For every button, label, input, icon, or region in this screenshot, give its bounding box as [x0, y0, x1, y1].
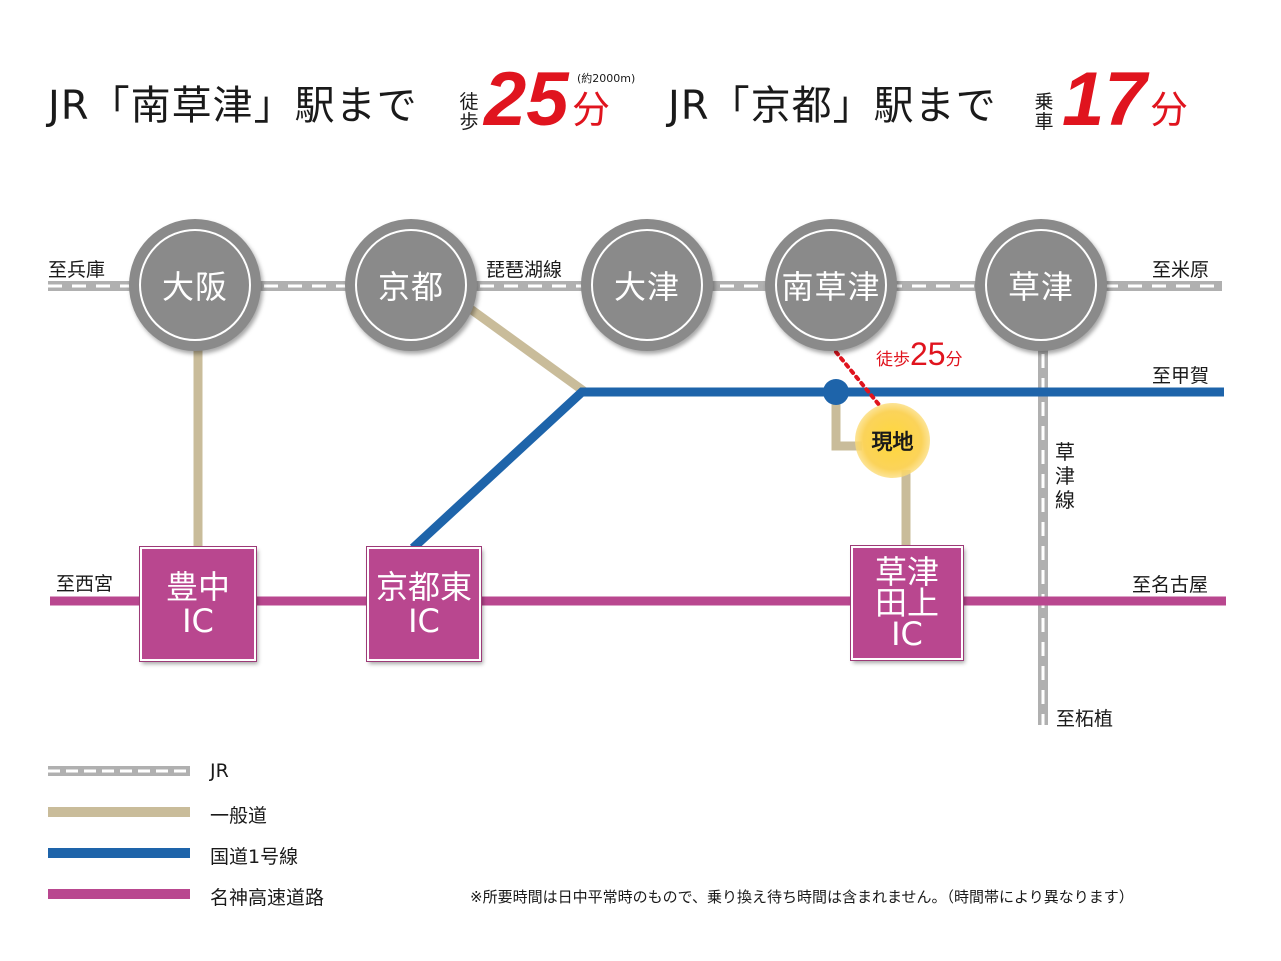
jr-line-name: 琵琶湖線 — [486, 259, 563, 281]
station-name: 大阪 — [161, 268, 228, 306]
station-name: 京都 — [377, 268, 444, 306]
walk-time-unit: 分 — [945, 350, 963, 370]
station-name: 草津 — [1007, 268, 1074, 306]
walk-vertical-label: 徒 歩 — [458, 92, 480, 132]
ic-toyonaka: 豊中 IC — [139, 546, 257, 662]
general-roads — [193, 301, 911, 548]
headline-kyoto: JR「京都」駅まで — [668, 83, 997, 129]
ic-line: 豊中 — [165, 568, 230, 606]
legend-jr: JR — [210, 760, 229, 782]
ic-line: IC — [408, 602, 440, 640]
ic-line: IC — [891, 614, 923, 653]
ride-bottom-char: 車 — [1034, 111, 1054, 133]
station-name: 南草津 — [781, 268, 881, 306]
station-osaka: 大阪 — [129, 219, 261, 351]
current-location-label: 現地 — [871, 429, 914, 454]
headline-minami-kusatsu: JR「南草津」駅まで — [48, 83, 418, 129]
walk-top-char: 徒 — [459, 91, 479, 113]
ride-minutes-value: 17 — [1062, 57, 1147, 142]
walk-time-prefix: 徒歩 — [876, 350, 910, 370]
direction-west-meishin: 至西宮 — [56, 573, 114, 595]
kusatsu-line-char-3: 線 — [1055, 488, 1075, 512]
legend-meishin: 名神高速道路 — [210, 887, 325, 909]
legend-general-road: 一般道 — [210, 805, 268, 827]
station-otsu: 大津 — [581, 219, 713, 351]
walk-bottom-char: 歩 — [459, 111, 479, 133]
ic-line: 田上 — [874, 583, 939, 622]
walk-time-minutes: 25 — [910, 336, 946, 372]
direction-west-jr: 至兵庫 — [48, 259, 106, 281]
station-name: 大津 — [613, 268, 680, 306]
walk-route — [834, 350, 882, 408]
kusatsu-line-char-2: 津 — [1055, 464, 1075, 488]
direction-east-meishin: 至名古屋 — [1132, 574, 1209, 596]
ride-top-char: 乗 — [1034, 91, 1054, 113]
ic-kyoto-higashi: 京都東 IC — [366, 546, 482, 662]
ride-minutes-unit: 分 — [1150, 88, 1189, 132]
ic-line: 草津 — [874, 552, 939, 591]
station-kyoto: 京都 — [345, 219, 477, 351]
legend-swatches — [48, 766, 190, 899]
ic-line: 京都東 — [375, 568, 472, 606]
ic-line: IC — [182, 602, 214, 640]
walk-time-label: 徒歩25分 — [876, 336, 963, 373]
direction-south-kusatsu: 至柘植 — [1056, 708, 1114, 730]
distance-note: (約2000m) — [577, 72, 636, 85]
direction-east-jr: 至米原 — [1152, 259, 1210, 281]
walk-minutes-value: 25 — [484, 57, 569, 142]
kusatsu-line-char-1: 草 — [1055, 440, 1075, 464]
legend-route1: 国道1号線 — [210, 846, 299, 868]
kusatsu-line-label: 草 津 線 — [1053, 440, 1077, 512]
current-location-marker: 現地 — [855, 403, 930, 478]
direction-east-route1: 至甲賀 — [1152, 365, 1210, 387]
route1-road — [409, 387, 1224, 552]
junction-dot — [823, 379, 849, 405]
ic-kusatsu-tanokami: 草津 田上 IC — [850, 545, 964, 661]
station-kusatsu: 草津 — [975, 219, 1107, 351]
station-minami-kusatsu: 南草津 — [765, 219, 897, 351]
walk-minutes-unit: 分 — [572, 88, 611, 132]
footnote: ※所要時間は日中平常時のもので、乗り換え待ち時間は含まれません。（時間帯により異… — [470, 888, 1134, 906]
ride-vertical-label: 乗 車 — [1033, 92, 1055, 132]
